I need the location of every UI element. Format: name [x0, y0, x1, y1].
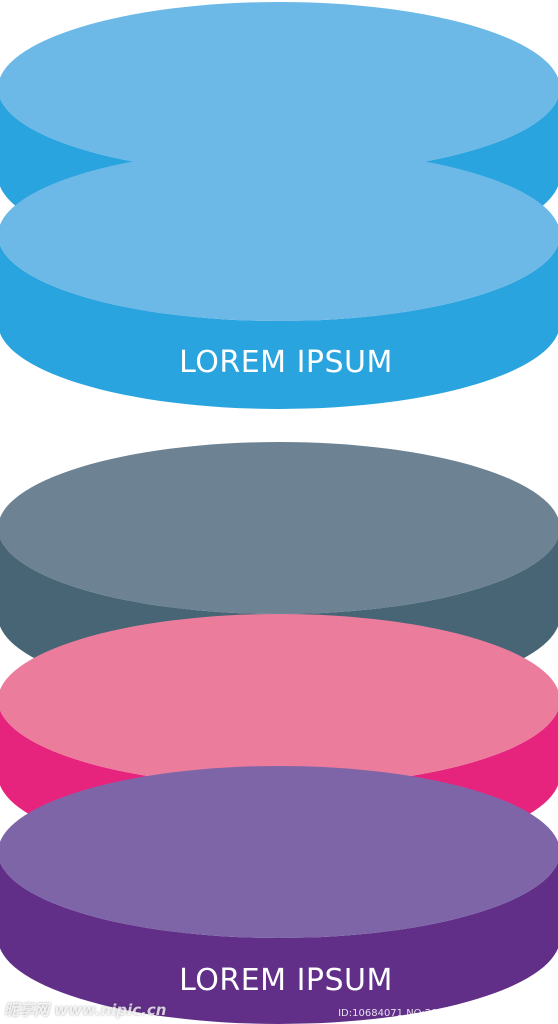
disc-2-side — [0, 245, 558, 409]
disc-5-side — [0, 862, 558, 1024]
disc-3-top — [0, 442, 558, 614]
watermark-id: ID:10684071 NO:20200812143114352084 — [338, 1008, 552, 1019]
disc-2-label: LOREM IPSUM — [179, 345, 393, 380]
disc-5-top — [0, 766, 558, 938]
disc-4-top — [0, 614, 558, 786]
disc-1-top — [0, 2, 558, 174]
disc-5: LOREM IPSUM — [0, 766, 558, 1024]
disc-2-top — [0, 149, 558, 321]
disc-2: LOREM IPSUM — [0, 149, 558, 409]
watermark-site: 昵享网 www.nipic.cn — [4, 1001, 167, 1019]
disc-5-label: LOREM IPSUM — [179, 963, 393, 998]
